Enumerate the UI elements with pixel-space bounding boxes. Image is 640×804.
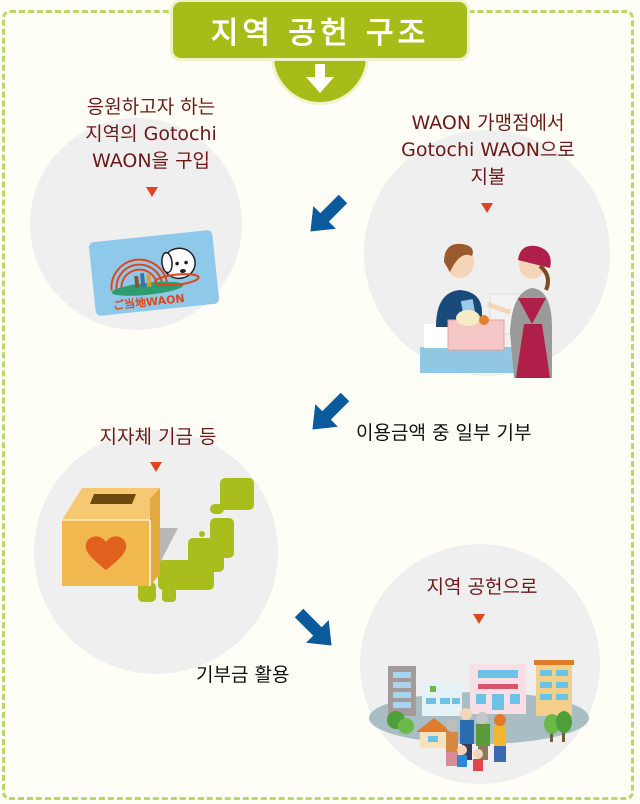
- donation-label: 이용금액 중 일부 기부: [356, 422, 532, 444]
- step-4-marker: [473, 614, 485, 624]
- flow-arrow-2: [312, 392, 350, 430]
- town-community-icon: [369, 660, 589, 771]
- step-4-text: 지역 공헌으로: [426, 576, 538, 598]
- step-2-marker: [481, 203, 493, 213]
- step-1-marker: [146, 187, 158, 197]
- diagram-title: 지역 공헌 구조: [173, 2, 467, 58]
- step-3-text: 지자체 기금 등: [99, 426, 217, 448]
- diagram-title-text: 지역 공헌 구조: [210, 16, 430, 51]
- step-1-text: 응원하고자 하는 지역의 Gotochi WAON을 구입: [85, 96, 217, 172]
- utilization-label: 기부금 활용: [196, 664, 290, 686]
- down-arrow-icon: [306, 64, 334, 93]
- step-3-marker: [150, 462, 162, 472]
- flow-arrow-1: [310, 194, 348, 232]
- checkout-counter-icon: [420, 243, 552, 378]
- donation-box-icon: [62, 478, 254, 602]
- gotochi-waon-card-icon: ご当地WAON: [88, 230, 220, 316]
- flow-arrow-3: [294, 608, 332, 646]
- step-2-text: WAON 가맹점에서 Gotochi WAON으로 지불: [401, 112, 575, 188]
